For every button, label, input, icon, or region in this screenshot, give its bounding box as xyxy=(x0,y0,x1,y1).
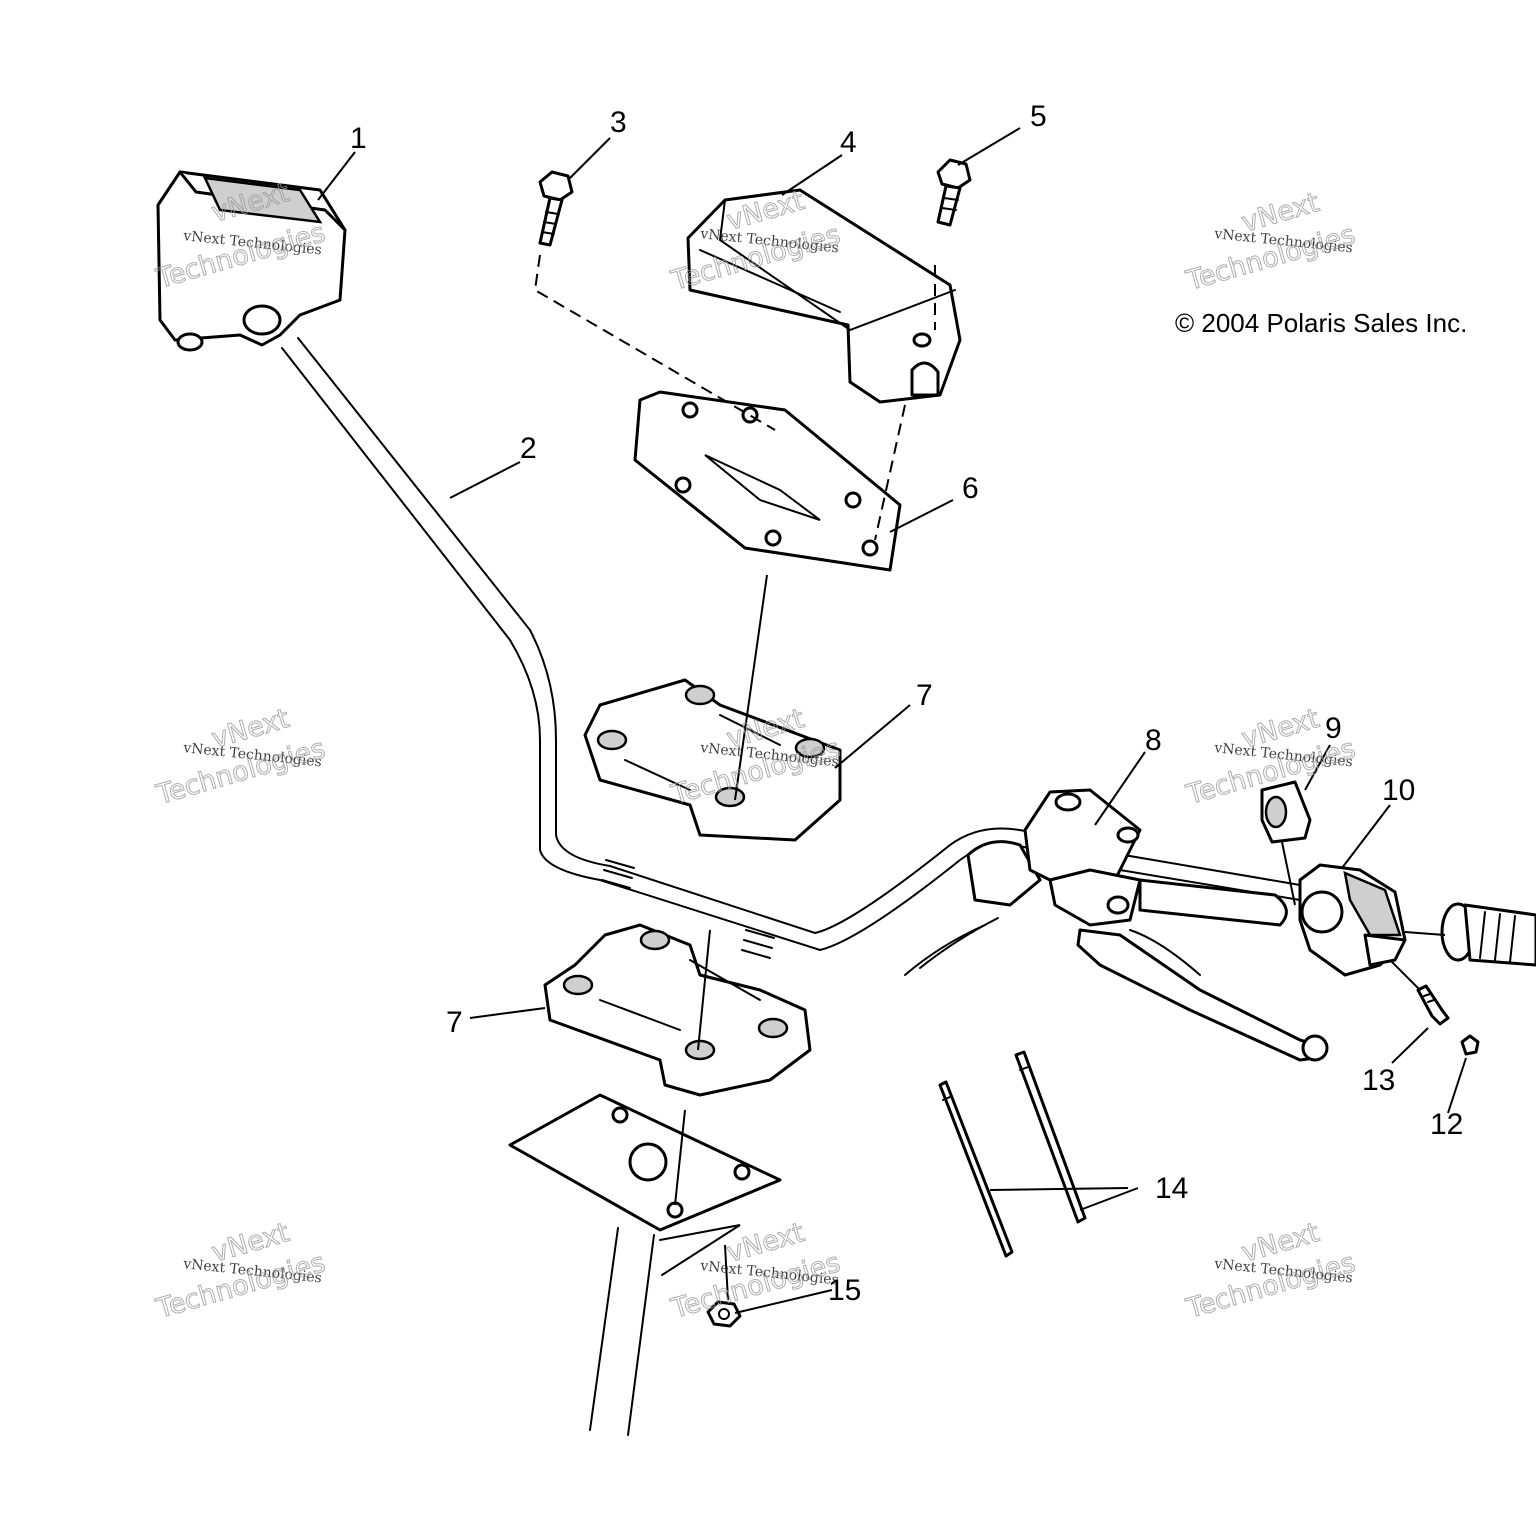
assembly-lines xyxy=(533,254,1446,1301)
cable-ties-part-14 xyxy=(938,1050,1087,1258)
grip xyxy=(1440,902,1536,967)
watermark-bottom-left: vNext vNext Technologies Technologies xyxy=(152,1217,329,1326)
callout-9: 9 xyxy=(1325,712,1342,745)
lower-clamp-part-7 xyxy=(543,923,812,1097)
callout-14: 14 xyxy=(1155,1172,1188,1205)
throttle-housing-part-1 xyxy=(156,170,347,352)
switch-housing-part-10 xyxy=(1298,863,1407,977)
callout-2: 2 xyxy=(520,432,537,465)
callout-13: 13 xyxy=(1362,1064,1395,1097)
callout-4: 4 xyxy=(840,126,857,159)
mount-plate xyxy=(508,1093,782,1436)
master-cylinder-part-8 xyxy=(966,788,1329,1062)
callout-7-upper: 7 xyxy=(916,679,933,712)
bolt-part-3 xyxy=(538,170,574,247)
callout-12: 12 xyxy=(1430,1108,1463,1141)
watermark-middle-left: vNext vNext Technologies Technologies xyxy=(152,703,329,812)
copyright-notice: © 2004 Polaris Sales Inc. xyxy=(1175,308,1467,338)
cap-part-9 xyxy=(1260,780,1312,844)
callout-1: 1 xyxy=(350,122,367,155)
bolt-part-5 xyxy=(936,158,972,227)
watermark-bottom-right: vNext vNext Technologies Technologies xyxy=(1182,1217,1359,1326)
callout-7-lower: 7 xyxy=(446,1006,463,1039)
callout-labels: 1 2 3 4 5 6 7 7 8 9 10 12 13 14 15 xyxy=(350,100,1463,1307)
screw-part-12 xyxy=(1460,1034,1480,1056)
plate-part-6 xyxy=(633,390,902,572)
callout-15: 15 xyxy=(828,1274,861,1307)
callout-5: 5 xyxy=(1030,100,1047,133)
callout-10: 10 xyxy=(1382,774,1415,807)
callout-6: 6 xyxy=(962,472,979,505)
screw-part-13 xyxy=(1416,984,1450,1026)
callout-leaders xyxy=(317,127,1467,1314)
callout-8: 8 xyxy=(1145,724,1162,757)
callout-3: 3 xyxy=(610,106,627,139)
handlebar-cover-part-4 xyxy=(686,188,962,404)
nut-part-15 xyxy=(706,1300,742,1328)
watermark-top-right: vNext vNext Technologies Technologies xyxy=(1182,187,1359,298)
